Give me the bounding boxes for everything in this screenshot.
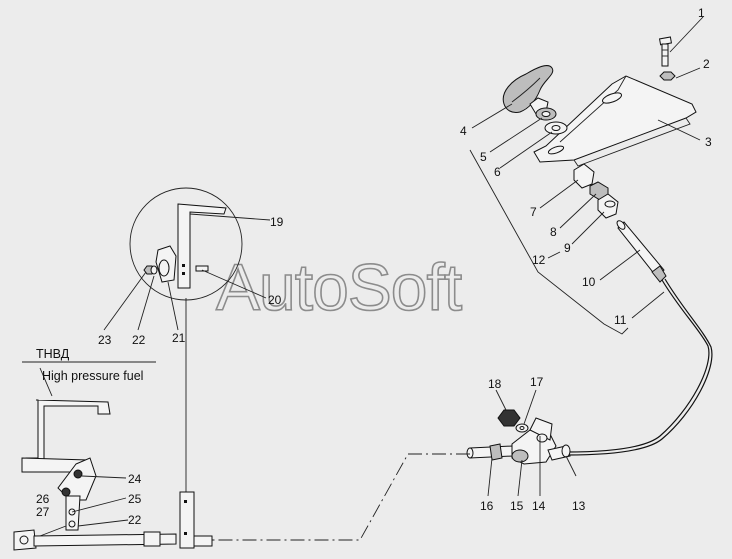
callout-3: 3 — [705, 135, 712, 149]
fuel-pump-label-ru: ТНВД — [36, 347, 70, 361]
lever-bracket-assembly — [469, 36, 697, 335]
callout-25: 25 — [128, 492, 142, 506]
bracket-part-19 — [177, 203, 227, 289]
detail-view-circle — [129, 187, 243, 492]
cable-sleeve-part-10 — [616, 220, 667, 283]
callout-22-lower: 22 — [128, 513, 142, 527]
callout-11: 11 — [614, 313, 627, 327]
callout-8: 8 — [550, 225, 557, 239]
callout-14: 14 — [532, 499, 546, 513]
nut-part-2 — [659, 71, 676, 81]
watermark: AutoSoft — [216, 250, 462, 324]
fuel-pump-lever-assembly — [13, 399, 213, 551]
nut-part-18 — [497, 409, 521, 427]
callout-2: 2 — [703, 57, 710, 71]
control-cable-part-11 — [565, 279, 710, 453]
cable-end-assembly — [208, 409, 571, 541]
callout-23: 23 — [98, 333, 112, 347]
cable-fitting-parts-7-9 — [573, 163, 619, 219]
rod-end — [179, 491, 195, 549]
callout-19: 19 — [270, 215, 284, 229]
group-bracket-line — [469, 149, 629, 335]
leader-lines — [22, 16, 704, 527]
knob-part-4 — [502, 65, 554, 115]
callout-5: 5 — [480, 150, 487, 164]
callout-1: 1 — [698, 6, 705, 20]
callout-4: 4 — [460, 124, 467, 138]
rod-coupling — [143, 531, 161, 547]
callout-18: 18 — [488, 377, 502, 391]
fuel-pump-label-en: High pressure fuel — [42, 369, 143, 383]
callout-17: 17 — [530, 375, 544, 389]
callout-10: 10 — [582, 275, 596, 289]
callout-6: 6 — [494, 165, 501, 179]
bolt-part-20 — [195, 265, 209, 272]
callout-24: 24 — [128, 472, 142, 486]
callout-labels: 1 2 3 4 5 6 7 8 9 10 11 12 13 14 15 16 1… — [36, 6, 712, 527]
callout-27: 27 — [36, 505, 50, 519]
callout-13: 13 — [572, 499, 586, 513]
callout-20: 20 — [268, 293, 282, 307]
callout-22-upper: 22 — [132, 333, 146, 347]
plate-part-3 — [533, 75, 697, 167]
washer-part-22 — [150, 265, 158, 275]
callout-7: 7 — [530, 205, 537, 219]
callout-15: 15 — [510, 499, 524, 513]
bolt-part-1 — [658, 36, 673, 67]
callout-12: 12 — [532, 253, 546, 267]
callout-26: 26 — [36, 492, 50, 506]
callout-21: 21 — [172, 331, 186, 345]
callout-9: 9 — [564, 241, 571, 255]
callout-16: 16 — [480, 499, 494, 513]
centerline — [208, 453, 470, 541]
